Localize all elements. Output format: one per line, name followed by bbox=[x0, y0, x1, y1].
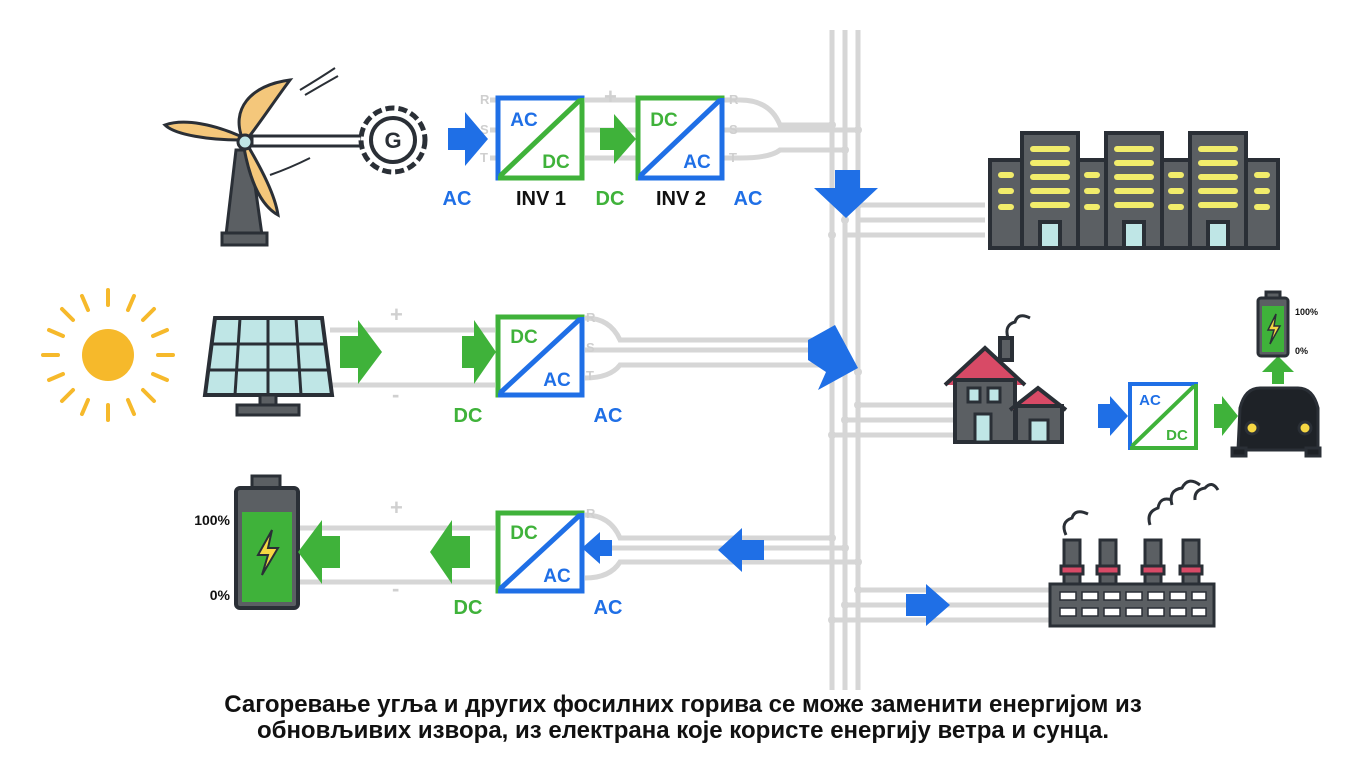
flow-arrows bbox=[298, 112, 1294, 626]
battery-full-label: 100% bbox=[194, 512, 230, 528]
svg-text:AC: AC bbox=[1139, 392, 1161, 409]
ac-label: AC bbox=[443, 188, 472, 210]
minus-sign: - bbox=[392, 576, 399, 601]
phase-r-label: R bbox=[586, 310, 596, 325]
phase-s-label: S bbox=[729, 122, 738, 137]
factory-icon bbox=[1048, 479, 1220, 628]
dc-label: DC bbox=[596, 188, 625, 210]
minus-sign: - bbox=[392, 382, 399, 407]
battery-empty-label: 0% bbox=[210, 587, 231, 603]
svg-text:DC: DC bbox=[542, 152, 570, 173]
dc-label: DC bbox=[454, 405, 483, 427]
phase-r-label: R bbox=[586, 506, 596, 521]
sun-icon bbox=[41, 288, 175, 422]
car-charger: AC DC bbox=[1128, 382, 1198, 450]
svg-text:AC: AC bbox=[683, 152, 711, 173]
inv1-label: INV 1 bbox=[516, 188, 566, 210]
inverter-1: AC DC bbox=[495, 95, 585, 181]
phase-t-label: T bbox=[586, 368, 594, 383]
inv2-label: INV 2 bbox=[656, 188, 706, 210]
plus-sign: + bbox=[390, 302, 403, 327]
phase-s-label: S bbox=[480, 122, 489, 137]
phase-t-label: T bbox=[729, 150, 737, 165]
battery-charger: DC AC bbox=[495, 510, 585, 594]
plus-sign: + bbox=[390, 495, 403, 520]
svg-text:AC: AC bbox=[510, 110, 538, 131]
electric-car-icon bbox=[1230, 386, 1322, 458]
car-battery-icon bbox=[1256, 290, 1290, 358]
row3-wires bbox=[300, 512, 1050, 623]
ac-label: AC bbox=[594, 597, 623, 619]
svg-text:DC: DC bbox=[650, 110, 678, 131]
house-icon bbox=[943, 314, 1068, 444]
plus-sign: + bbox=[604, 84, 617, 109]
solar-inverter: DC AC bbox=[495, 314, 585, 398]
svg-text:AC: AC bbox=[543, 370, 571, 391]
inverter-2: DC AC bbox=[635, 95, 725, 181]
caption-line-1: Сагоревање угља и других фосилних горива… bbox=[224, 691, 1142, 718]
phase-s-label: S bbox=[586, 340, 595, 355]
row2-wires bbox=[330, 315, 960, 438]
car-battery-full-label: 100% bbox=[1295, 307, 1318, 317]
battery-icon bbox=[234, 474, 300, 610]
phase-r-label: R bbox=[480, 92, 490, 107]
phase-r-label: R bbox=[729, 92, 739, 107]
svg-text:DC: DC bbox=[1166, 427, 1188, 444]
generator-icon: G bbox=[358, 105, 428, 175]
ac-label: AC bbox=[594, 405, 623, 427]
solar-panel-icon bbox=[202, 316, 335, 417]
caption-line-2: обновљивих извора, из електрана које кор… bbox=[256, 717, 1110, 744]
generator-label: G bbox=[384, 128, 401, 153]
svg-text:DC: DC bbox=[510, 327, 538, 348]
ac-label: AC bbox=[734, 188, 763, 210]
phase-t-label: T bbox=[480, 150, 488, 165]
svg-text:AC: AC bbox=[543, 566, 571, 587]
svg-text:DC: DC bbox=[510, 523, 538, 544]
car-battery-empty-label: 0% bbox=[1295, 346, 1308, 356]
wind-turbine-icon bbox=[162, 67, 364, 247]
dc-label: DC bbox=[454, 597, 483, 619]
